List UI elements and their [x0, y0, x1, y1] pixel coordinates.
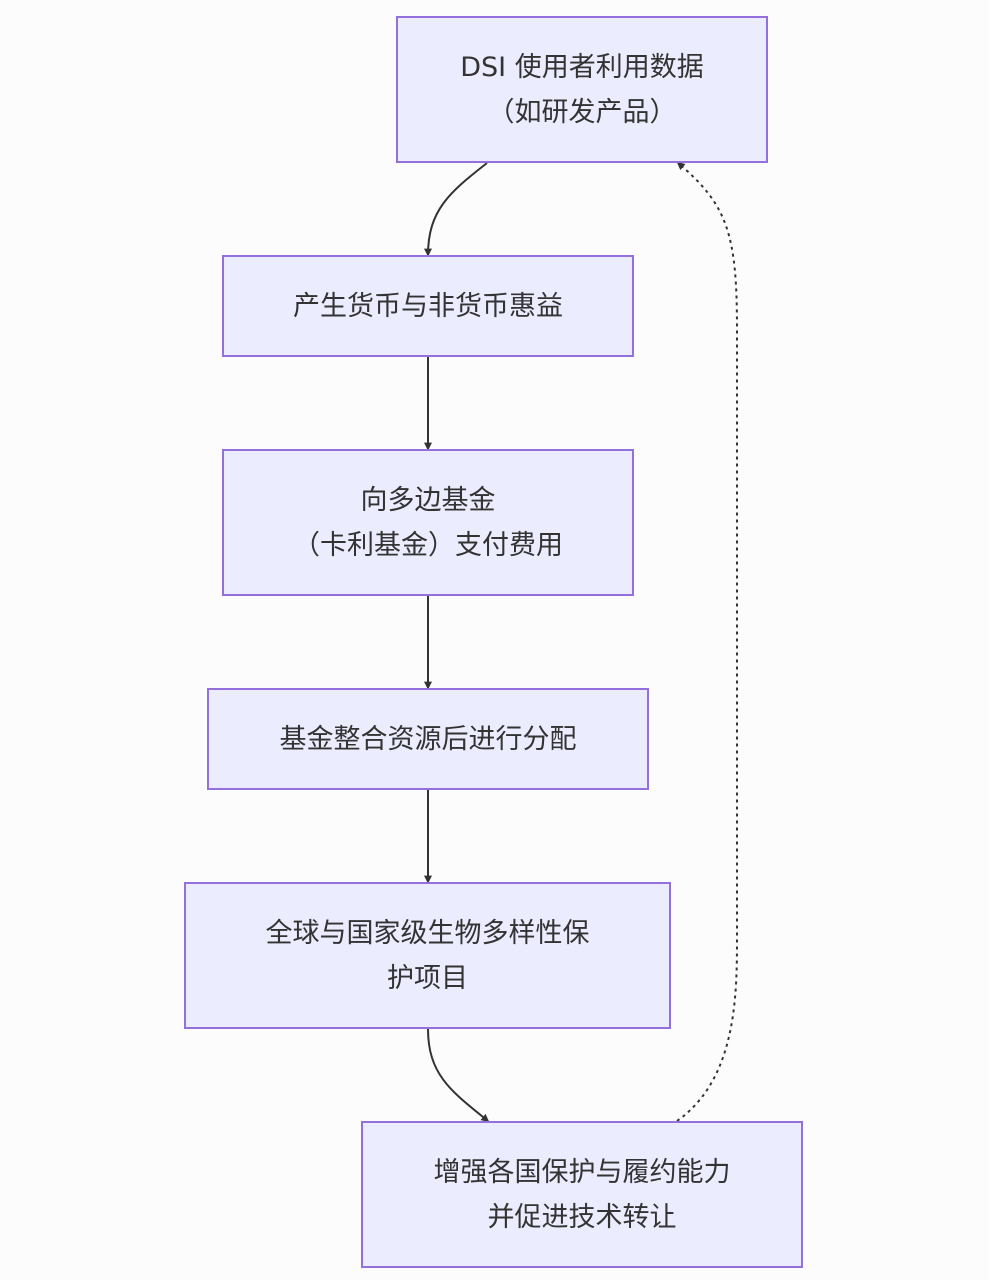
edge-n1-to-n2	[424, 162, 488, 257]
node-fund-allocation: 基金整合资源后进行分配	[207, 688, 649, 790]
node-benefits: 产生货币与非货币惠益	[222, 255, 634, 357]
node-fund-payment-label: 向多边基金 （卡利基金）支付费用	[293, 484, 563, 561]
node-biodiversity-projects-label: 全球与国家级生物多样性保 护项目	[265, 917, 590, 994]
node-biodiversity-projects: 全球与国家级生物多样性保 护项目	[184, 882, 671, 1029]
node-dsi-users: DSI 使用者利用数据 （如研发产品）	[396, 16, 768, 163]
edge-n5-to-n6	[427, 1028, 490, 1123]
node-dsi-users-label: DSI 使用者利用数据 （如研发产品）	[460, 51, 704, 128]
node-fund-allocation-label: 基金整合资源后进行分配	[279, 723, 577, 755]
node-capacity-building-label: 增强各国保护与履约能力 并促进技术转让	[433, 1156, 731, 1233]
edge-n6-to-n1	[676, 161, 738, 1122]
node-capacity-building: 增强各国保护与履约能力 并促进技术转让	[361, 1121, 803, 1268]
node-fund-payment: 向多边基金 （卡利基金）支付费用	[222, 449, 634, 596]
node-benefits-label: 产生货币与非货币惠益	[293, 290, 563, 322]
